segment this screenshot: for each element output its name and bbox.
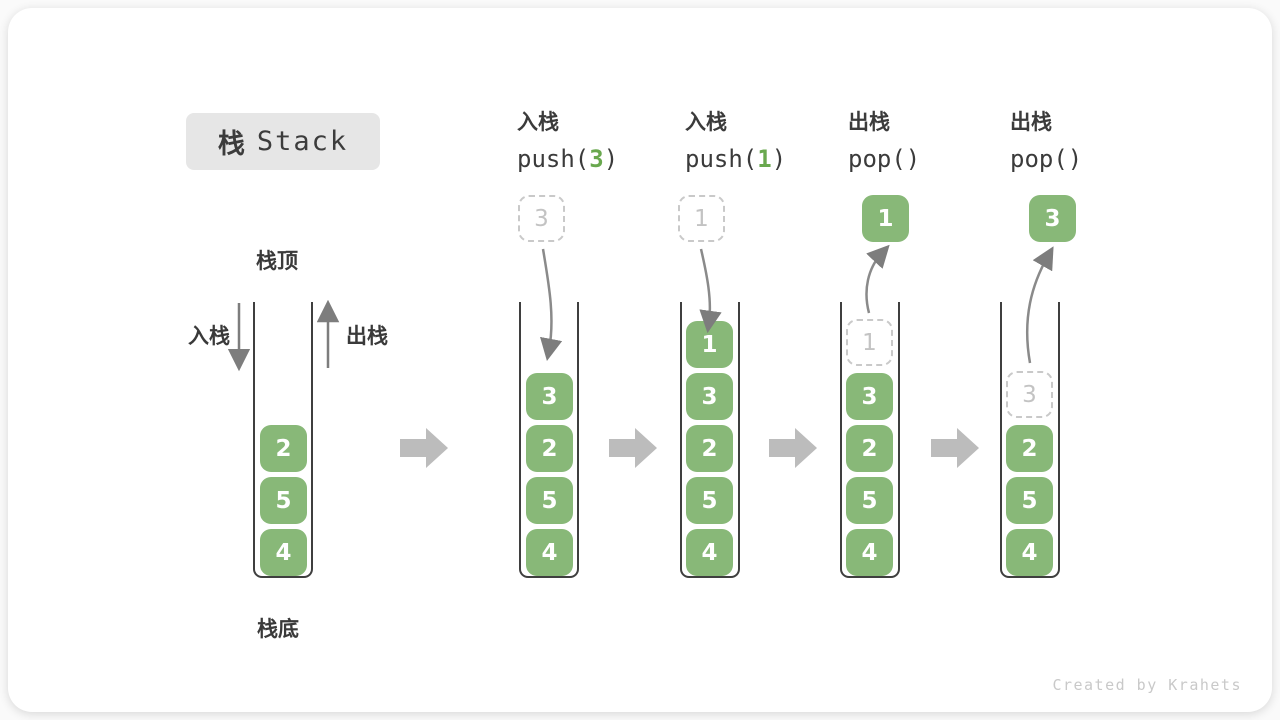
code-fn: pop( bbox=[848, 145, 906, 173]
stack-well-3 bbox=[680, 302, 740, 578]
floating-element-push-1: 1 bbox=[678, 195, 725, 242]
stack-cell: 3 bbox=[686, 373, 733, 420]
label-stack-top: 栈顶 bbox=[256, 249, 298, 273]
stack-cell: 4 bbox=[260, 529, 307, 576]
stack-cell: 3 bbox=[526, 373, 573, 420]
stack-cell: 4 bbox=[686, 529, 733, 576]
stack-cell: 3 bbox=[846, 373, 893, 420]
code-fn: push( bbox=[517, 145, 590, 173]
stack-cell: 2 bbox=[260, 425, 307, 472]
label-stack-bottom: 栈底 bbox=[257, 617, 299, 641]
title-zh: 栈 bbox=[217, 129, 245, 160]
stack-cell: 5 bbox=[686, 477, 733, 524]
code-arg: 3 bbox=[589, 145, 604, 173]
op-header-pop-3: 出栈 pop() bbox=[1010, 106, 1082, 173]
stack-cell: 5 bbox=[1006, 477, 1053, 524]
credit-text: Created by Krahets bbox=[1052, 676, 1242, 694]
stack-cell-ghost: 3 bbox=[1006, 371, 1053, 418]
stack-cell: 5 bbox=[846, 477, 893, 524]
stack-well-5 bbox=[1000, 302, 1060, 578]
label-push: 入栈 bbox=[188, 324, 230, 348]
op-cn-label: 出栈 bbox=[1010, 110, 1052, 134]
floating-element-push-3: 3 bbox=[518, 195, 565, 242]
code-arg: 1 bbox=[757, 145, 772, 173]
stack-cell: 1 bbox=[686, 321, 733, 368]
code-fn: pop( bbox=[1010, 145, 1068, 173]
stack-cell-ghost: 1 bbox=[846, 319, 893, 366]
code-close: ) bbox=[905, 145, 921, 173]
op-header-push-1: 入栈 push(1) bbox=[685, 106, 786, 173]
op-cn-label: 入栈 bbox=[685, 110, 727, 134]
label-pop: 出栈 bbox=[346, 324, 388, 348]
op-header-push-3: 入栈 push(3) bbox=[517, 106, 618, 173]
stack-cell: 4 bbox=[1006, 529, 1053, 576]
stack-cell: 5 bbox=[526, 477, 573, 524]
op-cn-label: 入栈 bbox=[517, 110, 559, 134]
op-code-label: push(3) bbox=[517, 145, 618, 173]
stack-cell: 2 bbox=[846, 425, 893, 472]
floating-element-popped-3: 3 bbox=[1029, 195, 1076, 242]
floating-element-popped-1: 1 bbox=[862, 195, 909, 242]
stack-cell: 2 bbox=[526, 425, 573, 472]
code-close: ) bbox=[1067, 145, 1083, 173]
stack-cell: 2 bbox=[686, 425, 733, 472]
diagram-title: 栈 Stack bbox=[186, 113, 380, 170]
code-fn: push( bbox=[685, 145, 758, 173]
stack-well-2 bbox=[519, 302, 579, 578]
stack-cell: 4 bbox=[526, 529, 573, 576]
code-close: ) bbox=[603, 145, 619, 173]
title-en: Stack bbox=[256, 126, 349, 157]
stack-cell: 4 bbox=[846, 529, 893, 576]
op-code-label: push(1) bbox=[685, 145, 786, 173]
stack-well-1 bbox=[253, 302, 313, 578]
stack-well-4 bbox=[840, 302, 900, 578]
stack-cell: 5 bbox=[260, 477, 307, 524]
stack-cell: 2 bbox=[1006, 425, 1053, 472]
op-header-pop-1: 出栈 pop() bbox=[848, 106, 920, 173]
op-code-label: pop() bbox=[848, 145, 920, 173]
op-code-label: pop() bbox=[1010, 145, 1082, 173]
op-cn-label: 出栈 bbox=[848, 110, 890, 134]
code-close: ) bbox=[771, 145, 787, 173]
